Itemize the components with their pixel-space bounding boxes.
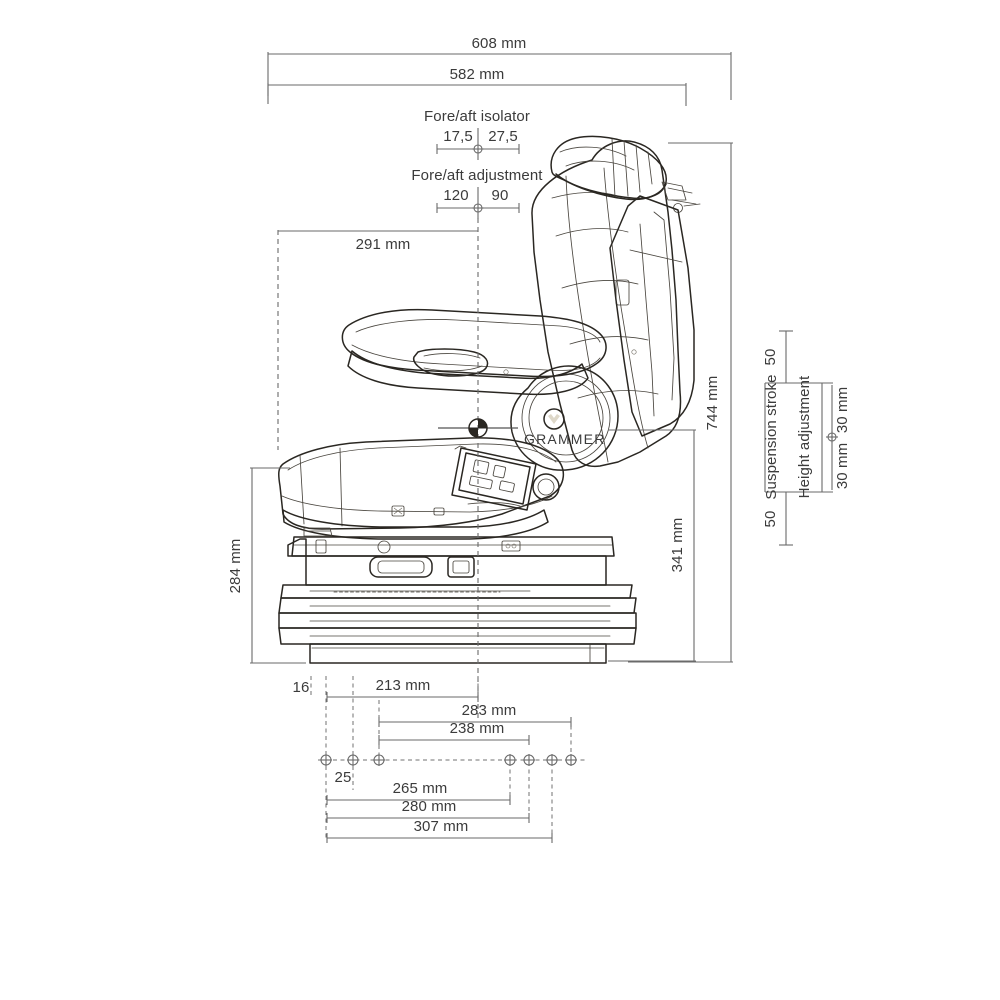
dimension-16-label: 16: [293, 679, 310, 696]
dimension-582: 582 mm: [267, 66, 687, 106]
rotary-knob: [532, 473, 560, 501]
fore-aft-isolator-title: Fore/aft isolator: [424, 108, 530, 125]
dimension-744: 744 mm: [628, 142, 733, 663]
hole-3: [373, 754, 385, 766]
height-adjustment-down-label: 30 mm: [834, 443, 851, 489]
dimension-265-label: 265 mm: [393, 780, 448, 797]
backrest-side-frame: [609, 195, 695, 437]
dimension-582-label: 582 mm: [450, 66, 505, 83]
brand-label: GRAMMER: [524, 431, 606, 447]
suspension-stroke-lower-label: 50: [762, 511, 779, 528]
suspension-housing: [305, 555, 607, 586]
seat-illustration: GRAMMER: [278, 135, 701, 664]
fore-aft-isolator-back-value: 17,5: [443, 128, 473, 145]
hole-1: [320, 754, 332, 766]
dimension-suspension-stroke: 50 Suspension stroke Height adjustment 3…: [762, 330, 851, 546]
hole-5: [523, 754, 535, 766]
hole-2: [347, 754, 359, 766]
suspension-stroke-label: Suspension stroke: [763, 374, 780, 499]
seat-rail-handles: [303, 527, 333, 537]
backrest: [531, 140, 682, 468]
dimension-341-label: 341 mm: [669, 518, 686, 573]
dimension-608-label: 608 mm: [472, 35, 527, 52]
hole-4: [504, 754, 516, 766]
control-panel: [451, 445, 537, 511]
mounting-pattern: 16 213 mm 283 mm 238 mm: [293, 676, 588, 843]
hole-6: [546, 754, 558, 766]
seat-cushion: [278, 437, 564, 540]
dimension-280-label: 280 mm: [402, 798, 457, 815]
dimension-25-label: 25: [335, 769, 352, 786]
fore-aft-adjustment-front-value: 90: [492, 187, 509, 204]
center-axis: [438, 218, 518, 720]
dimension-307-label: 307 mm: [414, 818, 469, 835]
recliner-hinge: GRAMMER: [510, 365, 619, 471]
fore-aft-isolator-front-value: 27,5: [488, 128, 518, 145]
headrest: [550, 135, 667, 201]
fore-aft-adjustment-back-value: 120: [443, 187, 468, 204]
dimension-284: 284 mm: [227, 467, 306, 664]
dimension-283-label: 283 mm: [462, 702, 517, 719]
dimension-fore-aft-adjustment: Fore/aft adjustment 120 90: [411, 167, 543, 219]
suspension-stroke-upper-label: 50: [762, 349, 779, 366]
mounting-hole-row: [320, 754, 577, 766]
hole-7: [565, 754, 577, 766]
dimension-291-label: 291 mm: [356, 236, 411, 253]
dimension-284-label: 284 mm: [227, 539, 244, 594]
dimension-fore-aft-isolator: Fore/aft isolator 17,5 27,5: [424, 108, 530, 160]
suspension-bellows: [278, 584, 637, 664]
fore-aft-adjustment-title: Fore/aft adjustment: [411, 167, 543, 184]
armrest: [341, 308, 607, 396]
dimension-238-label: 238 mm: [450, 720, 505, 737]
height-adjustment-up-label: 30 mm: [834, 387, 851, 433]
dimension-341: 341 mm: [608, 429, 696, 662]
height-adjustment-label: Height adjustment: [796, 375, 813, 498]
dimension-744-label: 744 mm: [704, 376, 721, 431]
dimension-213-label: 213 mm: [376, 677, 431, 694]
suspension-top-frame: [287, 536, 615, 557]
dimension-291: 291 mm: [277, 230, 478, 450]
